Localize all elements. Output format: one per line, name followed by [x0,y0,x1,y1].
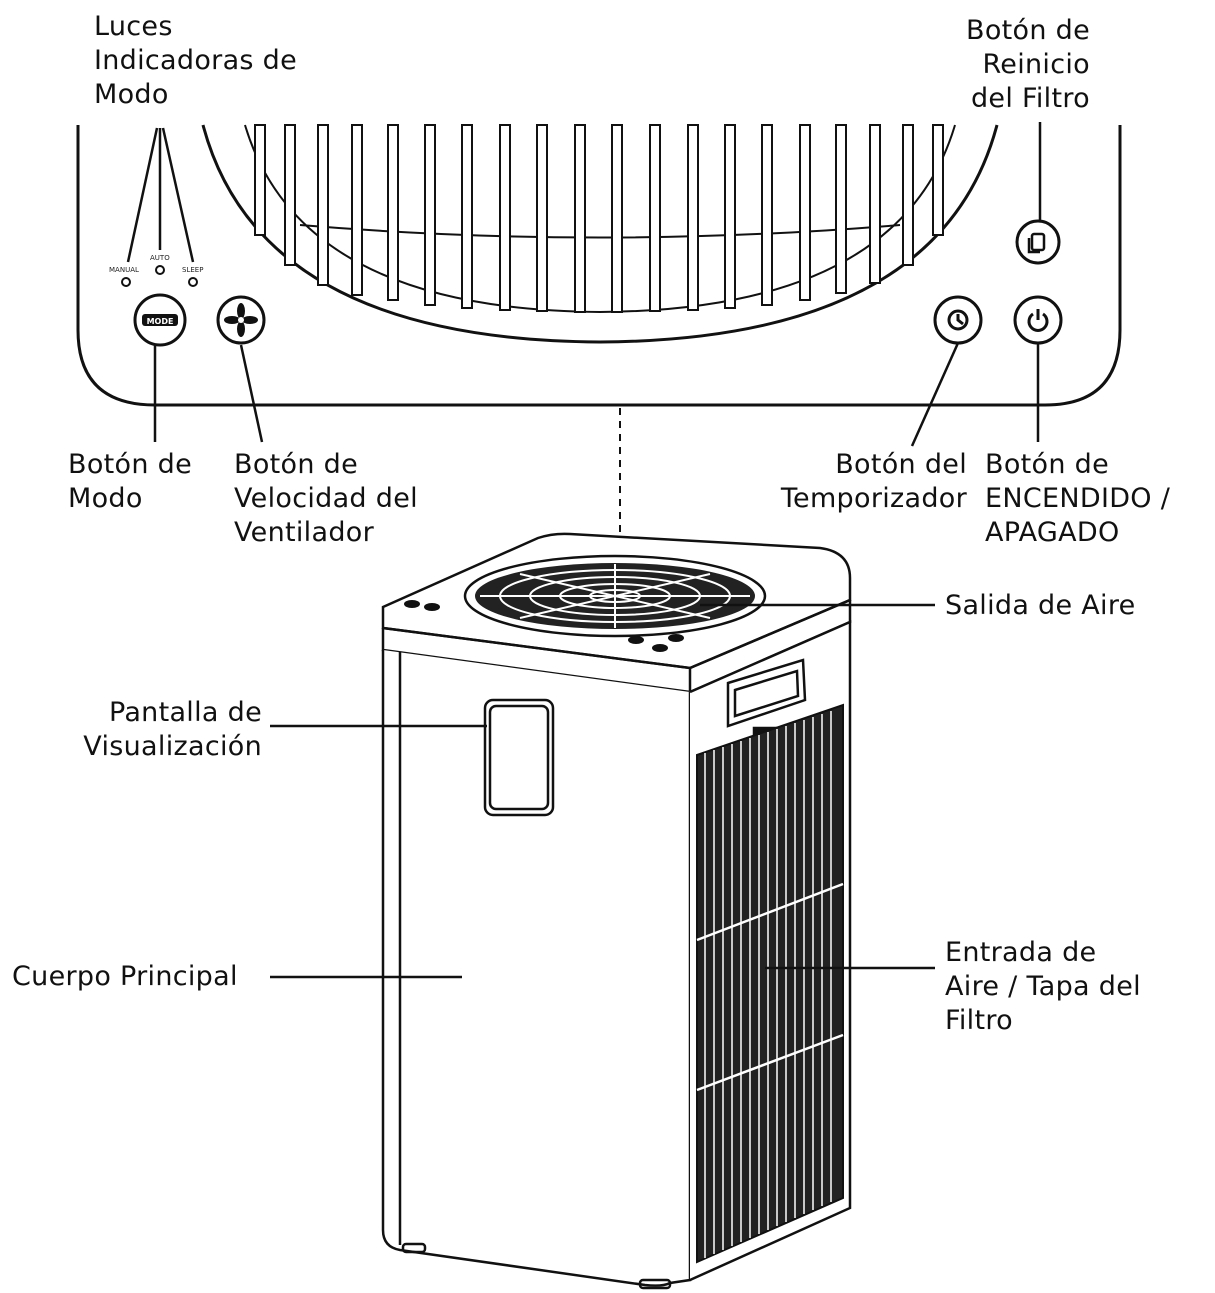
indicator-sleep-text: SLEEP [182,266,203,274]
indicator-manual-light [121,277,131,287]
label-mode-indicator-lights: Luces Indicadoras de Modo [94,11,298,110]
leader-lines-top [126,122,1042,263]
mode-button[interactable]: MODE [133,293,187,347]
label-timer-button: Botón del Temporizador [780,449,967,514]
clock-icon [947,309,969,331]
power-button[interactable] [1013,295,1063,345]
timer-button[interactable] [933,295,983,345]
label-air-outlet: Salida de Aire [945,590,1136,621]
indicator-manual-text: MANUAL [109,266,139,274]
label-power-button: Botón de ENCENDIDO / APAGADO [985,449,1171,548]
label-fan-speed-button: Botón de Velocidad del Ventilador [234,449,418,548]
label-filter-reset-button: Botón de Reinicio del Filtro [966,15,1090,114]
filter-reset-button[interactable] [1015,219,1061,265]
control-panel-closeup [76,124,1122,407]
fan-icon [224,303,258,337]
lid-buttons [404,600,684,652]
power-icon [1027,309,1049,332]
label-main-body: Cuerpo Principal [12,961,238,992]
indicator-auto-light [155,265,165,275]
label-mode-button: Botón de Modo [68,449,192,514]
filter-icon [1027,232,1046,254]
leader-lines-body [270,603,935,979]
leader-lines-bottom [153,342,1040,447]
air-inlet-grille [696,703,844,1264]
mode-indicator-lights [121,265,198,287]
indicator-auto-text: AUTO [150,254,170,262]
fan-speed-button[interactable] [216,295,266,345]
indicator-sleep-light [188,277,198,287]
label-display-screen: Pantalla de Visualización [83,697,262,762]
air-outlet [463,554,767,638]
label-air-inlet-filter-cover: Entrada de Aire / Tapa del Filtro [945,937,1141,1036]
outlet-grille [254,124,944,313]
mode-button-text: MODE [147,317,174,326]
